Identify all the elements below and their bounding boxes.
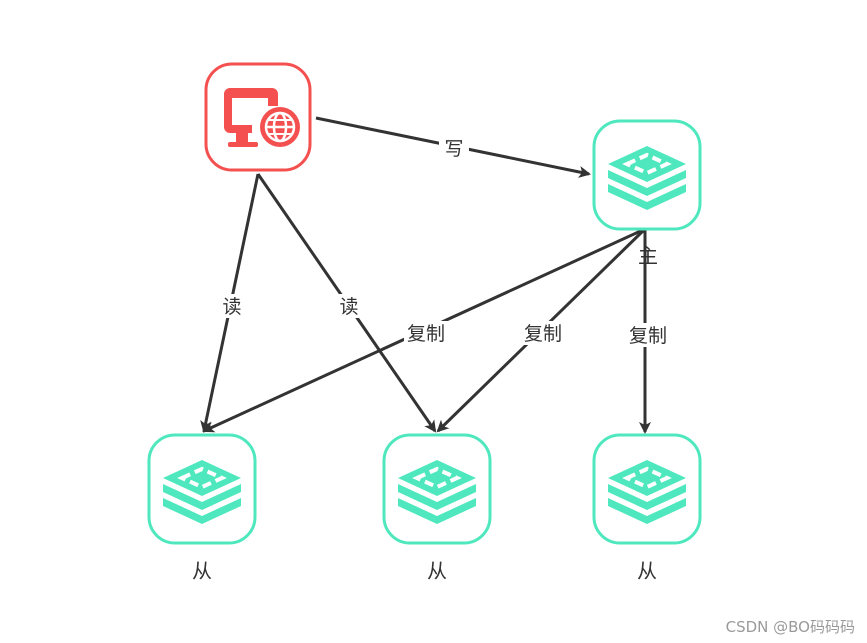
watermark: CSDN @BO码码码: [725, 618, 855, 636]
master-node[interactable]: [592, 119, 702, 231]
edge-label-read-2: 读: [339, 296, 358, 318]
edge-label-replicate-3: 复制: [629, 325, 667, 347]
slave-node-2[interactable]: [382, 433, 492, 545]
edge-label-replicate-1: 复制: [407, 323, 445, 345]
client-node[interactable]: [204, 62, 312, 172]
slave-label-3: 从: [637, 559, 657, 583]
edge-label-read-1: 读: [222, 296, 241, 318]
slave-node-3[interactable]: [592, 433, 702, 545]
slave-label-1: 从: [192, 559, 212, 583]
edge-label-replicate-2: 复制: [524, 323, 562, 345]
master-label: 主: [638, 244, 658, 268]
edge-label-write: 写: [444, 138, 463, 160]
slave-label-2: 从: [427, 559, 447, 583]
monitor-globe-icon: [224, 88, 300, 147]
slave-node-1[interactable]: [147, 433, 257, 545]
